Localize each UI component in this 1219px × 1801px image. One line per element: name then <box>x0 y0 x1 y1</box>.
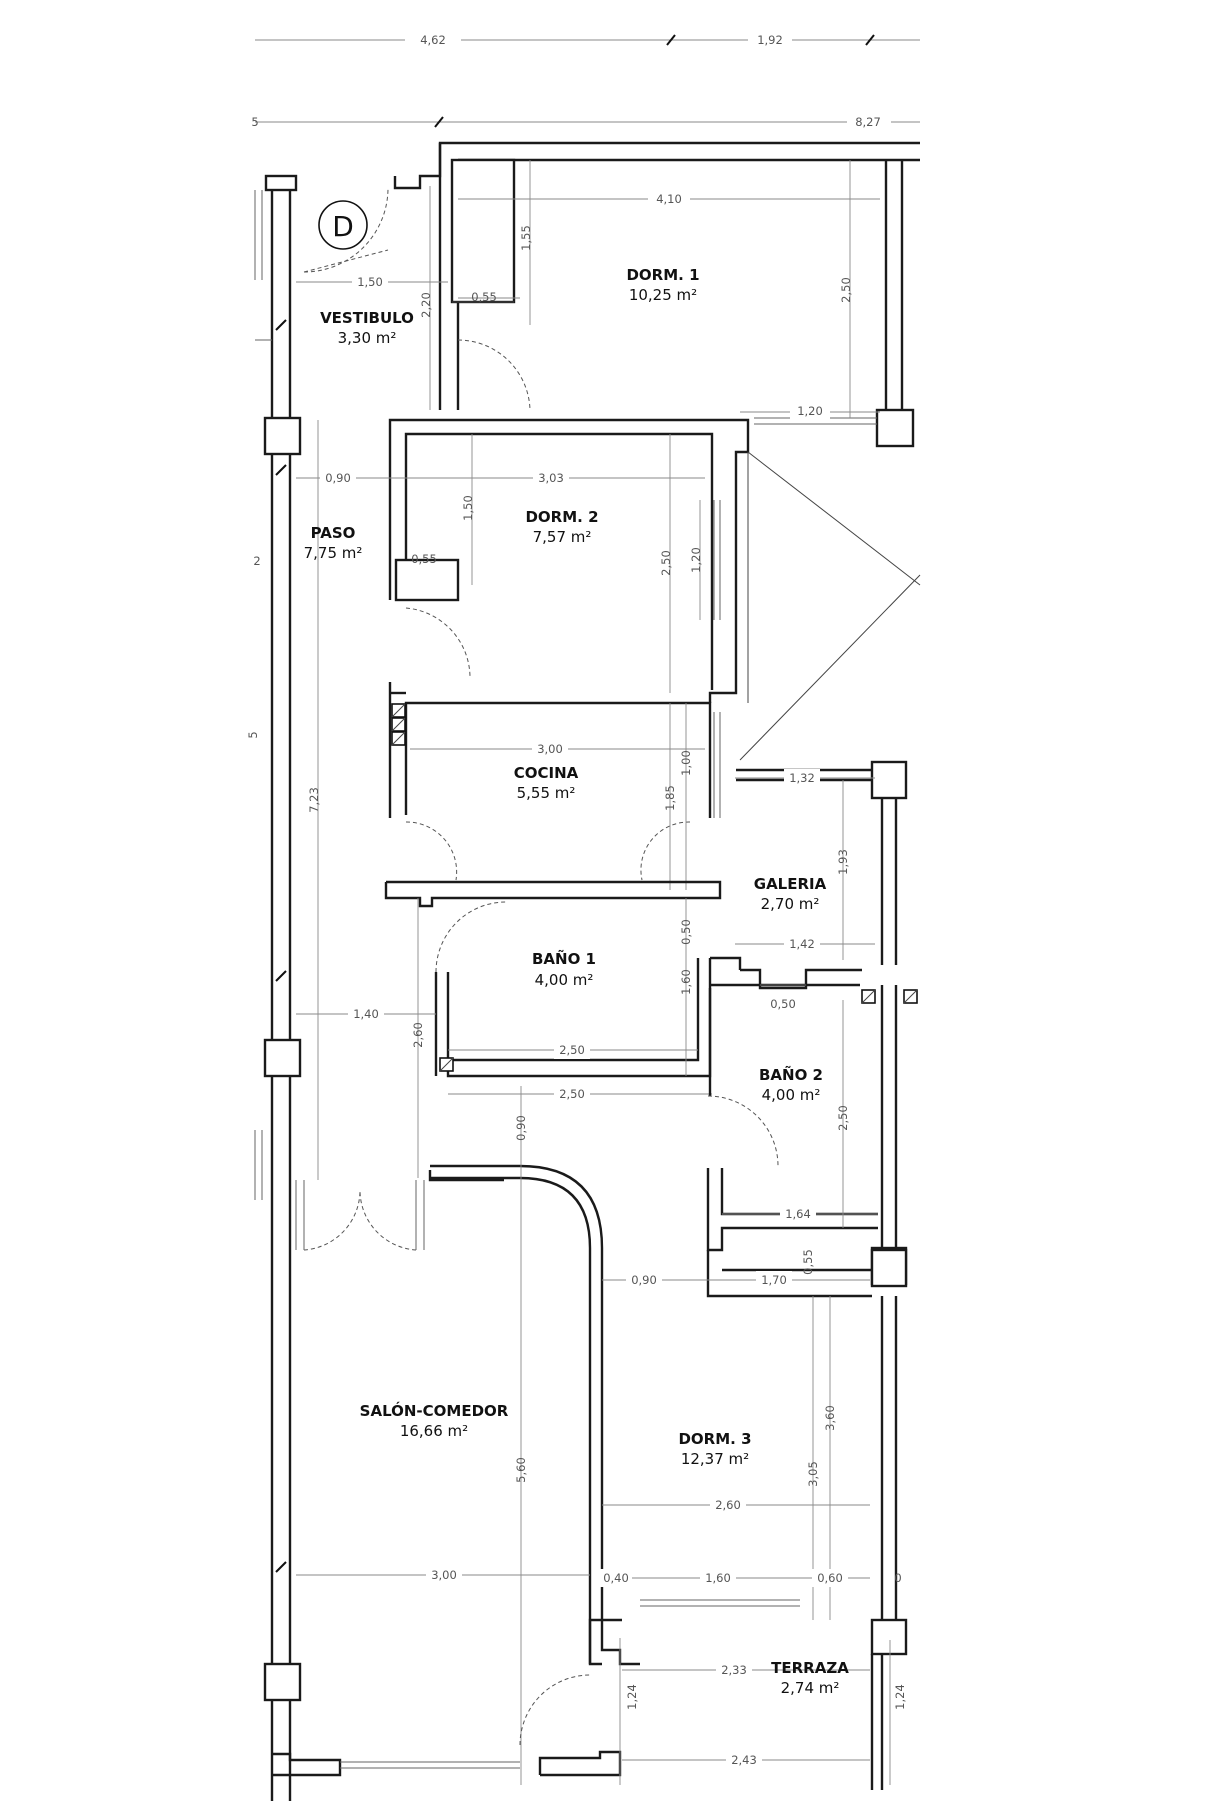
dim-0-90-h: 0,90 <box>631 1273 657 1287</box>
room-name-terraza: TERRAZA <box>771 1659 849 1677</box>
dim-1-60-dorm3: 1,60 <box>705 1571 731 1585</box>
dim-0-60: 0,60 <box>817 1571 843 1585</box>
dim-5-60: 5,60 <box>514 1457 528 1483</box>
dim-1-40: 1,40 <box>353 1007 379 1021</box>
dim-2-20: 2,20 <box>419 292 433 318</box>
room-name-salon: SALÓN-COMEDOR <box>360 1401 509 1420</box>
dim-1-92: 1,92 <box>757 33 783 47</box>
dim-1-32: 1,32 <box>789 771 815 785</box>
dim-1-50-dorm2: 1,50 <box>461 495 475 521</box>
dim-0-50-a: 0,50 <box>679 919 693 945</box>
room-area-dorm3: 12,37 m² <box>681 1450 749 1468</box>
dim-1-64: 1,64 <box>785 1207 811 1221</box>
dorm3-walls <box>602 1248 908 1620</box>
dim-1-42: 1,42 <box>789 937 815 951</box>
dim-1-50-vest: 1,50 <box>357 275 383 289</box>
room-name-bano2: BAÑO 2 <box>759 1065 823 1084</box>
dim-8-27: 8,27 <box>855 115 881 129</box>
dim-0-55-closet2: 0,55 <box>411 552 437 566</box>
dim-0-90-v: 0,90 <box>514 1115 528 1141</box>
dim-left-5: 5 <box>246 731 260 738</box>
room-area-bano2: 4,00 m² <box>762 1086 821 1104</box>
dim-0-55-v: 0,55 <box>801 1249 815 1275</box>
room-area-bano1: 4,00 m² <box>535 971 594 989</box>
room-area-dorm1: 10,25 m² <box>629 286 697 304</box>
dim-1-20-dorm2: 1,20 <box>689 547 703 573</box>
unit-marker: D <box>318 200 368 250</box>
room-name-galeria: GALERIA <box>754 875 827 893</box>
dim-2-50-dorm2: 2,50 <box>659 550 673 576</box>
room-area-salon: 16,66 m² <box>400 1422 468 1440</box>
dim-left-2: 2 <box>253 554 260 568</box>
room-name-dorm1: DORM. 1 <box>626 266 699 284</box>
room-area-cocina: 5,55 m² <box>517 784 576 802</box>
dim-1-20: 1,20 <box>797 404 823 418</box>
closet-1-dims <box>458 160 531 325</box>
dim-3-60: 3,60 <box>823 1405 837 1431</box>
dim-7-23: 7,23 <box>307 787 321 813</box>
dim-2-60-bano1: 2,60 <box>411 1022 425 1048</box>
dim-2-50-bano2: 2,50 <box>836 1105 850 1131</box>
room-name-vestibulo: VESTIBULO <box>320 309 414 327</box>
room-area-terraza: 2,74 m² <box>781 1679 840 1697</box>
galeria-walls <box>735 760 908 965</box>
room-area-galeria: 2,70 m² <box>761 895 820 913</box>
dim-4-10: 4,10 <box>656 192 682 206</box>
dim-0-40: 0,40 <box>603 1571 629 1585</box>
terraza-walls <box>272 1618 908 1790</box>
room-area-dorm2: 7,57 m² <box>533 528 592 546</box>
dim-4-62: 4,62 <box>420 33 446 47</box>
room-name-dorm3: DORM. 3 <box>678 1430 751 1448</box>
left-exterior-wall <box>254 174 302 1801</box>
dim-2-50-below: 2,50 <box>559 1087 585 1101</box>
dim-0-90-paso: 0,90 <box>325 471 351 485</box>
dim-3-00-salon: 3,00 <box>431 1568 457 1582</box>
bano2-walls <box>706 968 918 1286</box>
unit-marker-label: D <box>332 210 354 243</box>
dim-2-33: 2,33 <box>721 1663 747 1677</box>
dim-1-55: 1,55 <box>519 225 533 251</box>
dim-2-60-dorm3: 2,60 <box>715 1498 741 1512</box>
top-dimension-lines <box>255 34 920 128</box>
dim-2-43: 2,43 <box>731 1753 757 1767</box>
room-area-vestibulo: 3,30 m² <box>338 329 397 347</box>
dim-2-50-bano1: 2,50 <box>559 1043 585 1057</box>
room-name-cocina: COCINA <box>514 764 579 782</box>
dim-1-60-bano1: 1,60 <box>679 969 693 995</box>
dorm2-walls <box>296 418 750 703</box>
room-labels: DORM. 1 10,25 m² VESTIBULO 3,30 m² PASO … <box>304 266 850 1697</box>
dim-2-50-dorm1: 2,50 <box>839 277 853 303</box>
patio-void <box>739 451 921 761</box>
dim-3-00-cocina: 3,00 <box>537 742 563 756</box>
dim-1-70: 1,70 <box>761 1273 787 1287</box>
dim-1-24-r: 1,24 <box>893 1684 907 1710</box>
room-name-paso: PASO <box>311 524 356 542</box>
dim-1-24-l: 1,24 <box>625 1684 639 1710</box>
dim-3-05: 3,05 <box>806 1461 820 1487</box>
dim-0-50-b: 0,50 <box>770 997 796 1011</box>
dim-0-55-closet1: 0,55 <box>471 290 497 304</box>
entrance-walls <box>303 141 920 411</box>
dim-3-03: 3,03 <box>538 471 564 485</box>
dim-1-85: 1,85 <box>663 785 677 811</box>
dim-1-93: 1,93 <box>836 849 850 875</box>
dim-top-5: 5 <box>251 115 258 129</box>
dim-1-00: 1,00 <box>679 750 693 776</box>
room-name-bano1: BAÑO 1 <box>532 949 596 968</box>
room-area-paso: 7,75 m² <box>304 544 363 562</box>
room-name-dorm2: DORM. 2 <box>525 508 598 526</box>
dim-0-edge: 0 <box>894 1571 901 1585</box>
